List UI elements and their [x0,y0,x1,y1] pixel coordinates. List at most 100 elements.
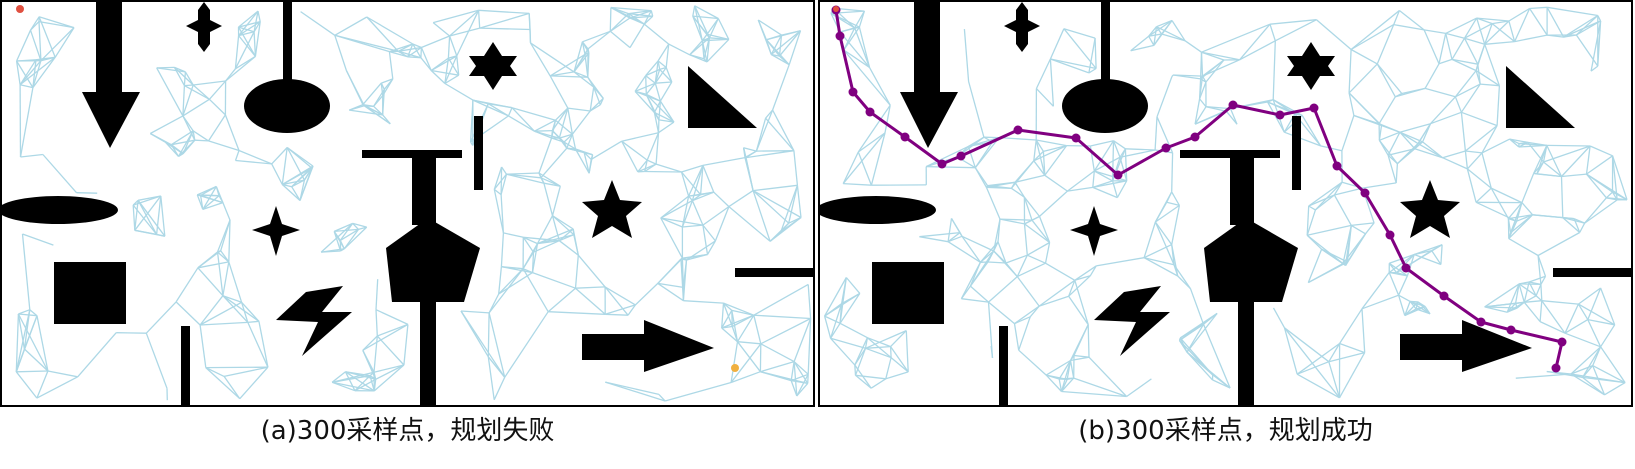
roadmap-edge [1490,187,1509,219]
obstacle-star [582,180,642,238]
roadmap-edge [16,60,34,88]
roadmap-edge [1584,197,1607,224]
roadmap-edge [1011,187,1025,198]
roadmap-edge [247,322,269,368]
roadmap-edge [1328,361,1341,398]
roadmap-edge [621,140,639,173]
roadmap-edge [961,235,994,252]
roadmap-edge [634,75,647,92]
roadmap-edge [145,301,177,334]
roadmap-edge [947,241,981,263]
obstacle-right-bar [735,268,815,277]
roadmap-edge [1561,173,1587,178]
roadmap-edge [1035,58,1051,89]
start-point-marker [16,5,24,13]
roadmap-edge [1537,231,1581,257]
roadmap-edge [1039,190,1068,217]
roadmap-edge [788,185,799,224]
roadmap-edge [116,332,147,334]
roadmap-edge [1508,214,1533,220]
roadmap-edge [723,302,755,316]
roadmap-edge [522,268,533,274]
roadmap-edge [1016,254,1028,277]
obstacle-ellipse [244,79,330,133]
roadmap-edge [743,147,757,152]
roadmap-edge [137,199,166,237]
roadmap-edge [1409,300,1426,308]
roadmap-edge [375,309,378,337]
roadmap-edge [1005,254,1028,264]
roadmap-edge [1514,8,1531,42]
roadmap-edge [1321,248,1348,263]
roadmap-edge [334,35,348,71]
roadmap-edge [574,255,579,289]
roadmap-edge [688,165,704,197]
roadmap-edge [1202,324,1231,389]
roadmap-edge [1590,65,1599,72]
roadmap-edge [714,206,730,242]
roadmap-edge [238,149,272,165]
roadmap-edge [1024,215,1040,225]
roadmap-edge [149,115,184,135]
roadmap-edge [1143,257,1175,266]
roadmap-edge [19,60,42,86]
roadmap-edge [38,20,75,29]
roadmap-edge [1308,205,1316,211]
path-waypoint [956,151,966,161]
roadmap-edge [583,151,592,160]
roadmap-edge [170,130,194,146]
roadmap-edges [823,6,1628,399]
roadmap-edge [1173,74,1203,77]
roadmap-edge [1605,191,1613,199]
roadmap-edge [380,83,384,96]
roadmap-edge [224,114,240,151]
roadmap-edge [271,163,283,185]
roadmap-edge [54,27,75,58]
roadmap-edge [339,223,354,241]
roadmap-edge [487,312,490,357]
roadmap-edge [1125,148,1156,151]
roadmap-edge [373,364,405,392]
roadmap-edge [1049,28,1065,60]
roadmap-edge [890,357,909,373]
roadmap-edge [479,12,530,29]
roadmap-edge [1073,377,1127,398]
roadmap-edge [500,174,508,195]
roadmap-edge [36,315,49,372]
roadmap-edge [199,295,224,326]
roadmap-edge [238,20,261,28]
roadmap-edge [771,64,790,111]
roadmap-edge [1306,205,1310,236]
roadmap-edge [752,190,790,224]
obstacle-right-bar [1553,268,1633,277]
roadmap-edge [1239,23,1271,61]
roadmap-edge [1361,294,1399,310]
obstacle-top-bar [1101,2,1110,82]
roadmap-edge [843,182,872,186]
roadmap-edge [19,84,34,89]
roadmap-edge [574,148,590,174]
roadmap-edge [706,240,716,255]
roadmap-edge [1516,214,1533,222]
roadmap-edge [548,311,606,315]
roadmap-edge [793,150,799,186]
roadmap-edge [1058,378,1063,392]
obstacle-flat-ellipse [0,196,118,224]
roadmap-edge [1194,98,1201,125]
roadmap-edge [857,151,873,186]
roadmap-edge [205,367,241,400]
roadmap-edge [947,235,963,243]
roadmap-edge [421,35,450,49]
roadmap-edge [506,172,540,175]
roadmap-edge [1093,140,1115,172]
roadmap-edge [680,258,684,288]
roadmap-edge [137,199,158,235]
roadmap-edge [974,167,987,188]
roadmap-edge [1508,7,1530,22]
roadmap-edge [722,302,733,327]
roadmap-edge [760,360,795,373]
roadmap-edge [1124,148,1128,181]
roadmap-edge [1307,248,1323,283]
roadmap-edge [1508,238,1539,257]
roadmap-edge [1409,300,1417,310]
